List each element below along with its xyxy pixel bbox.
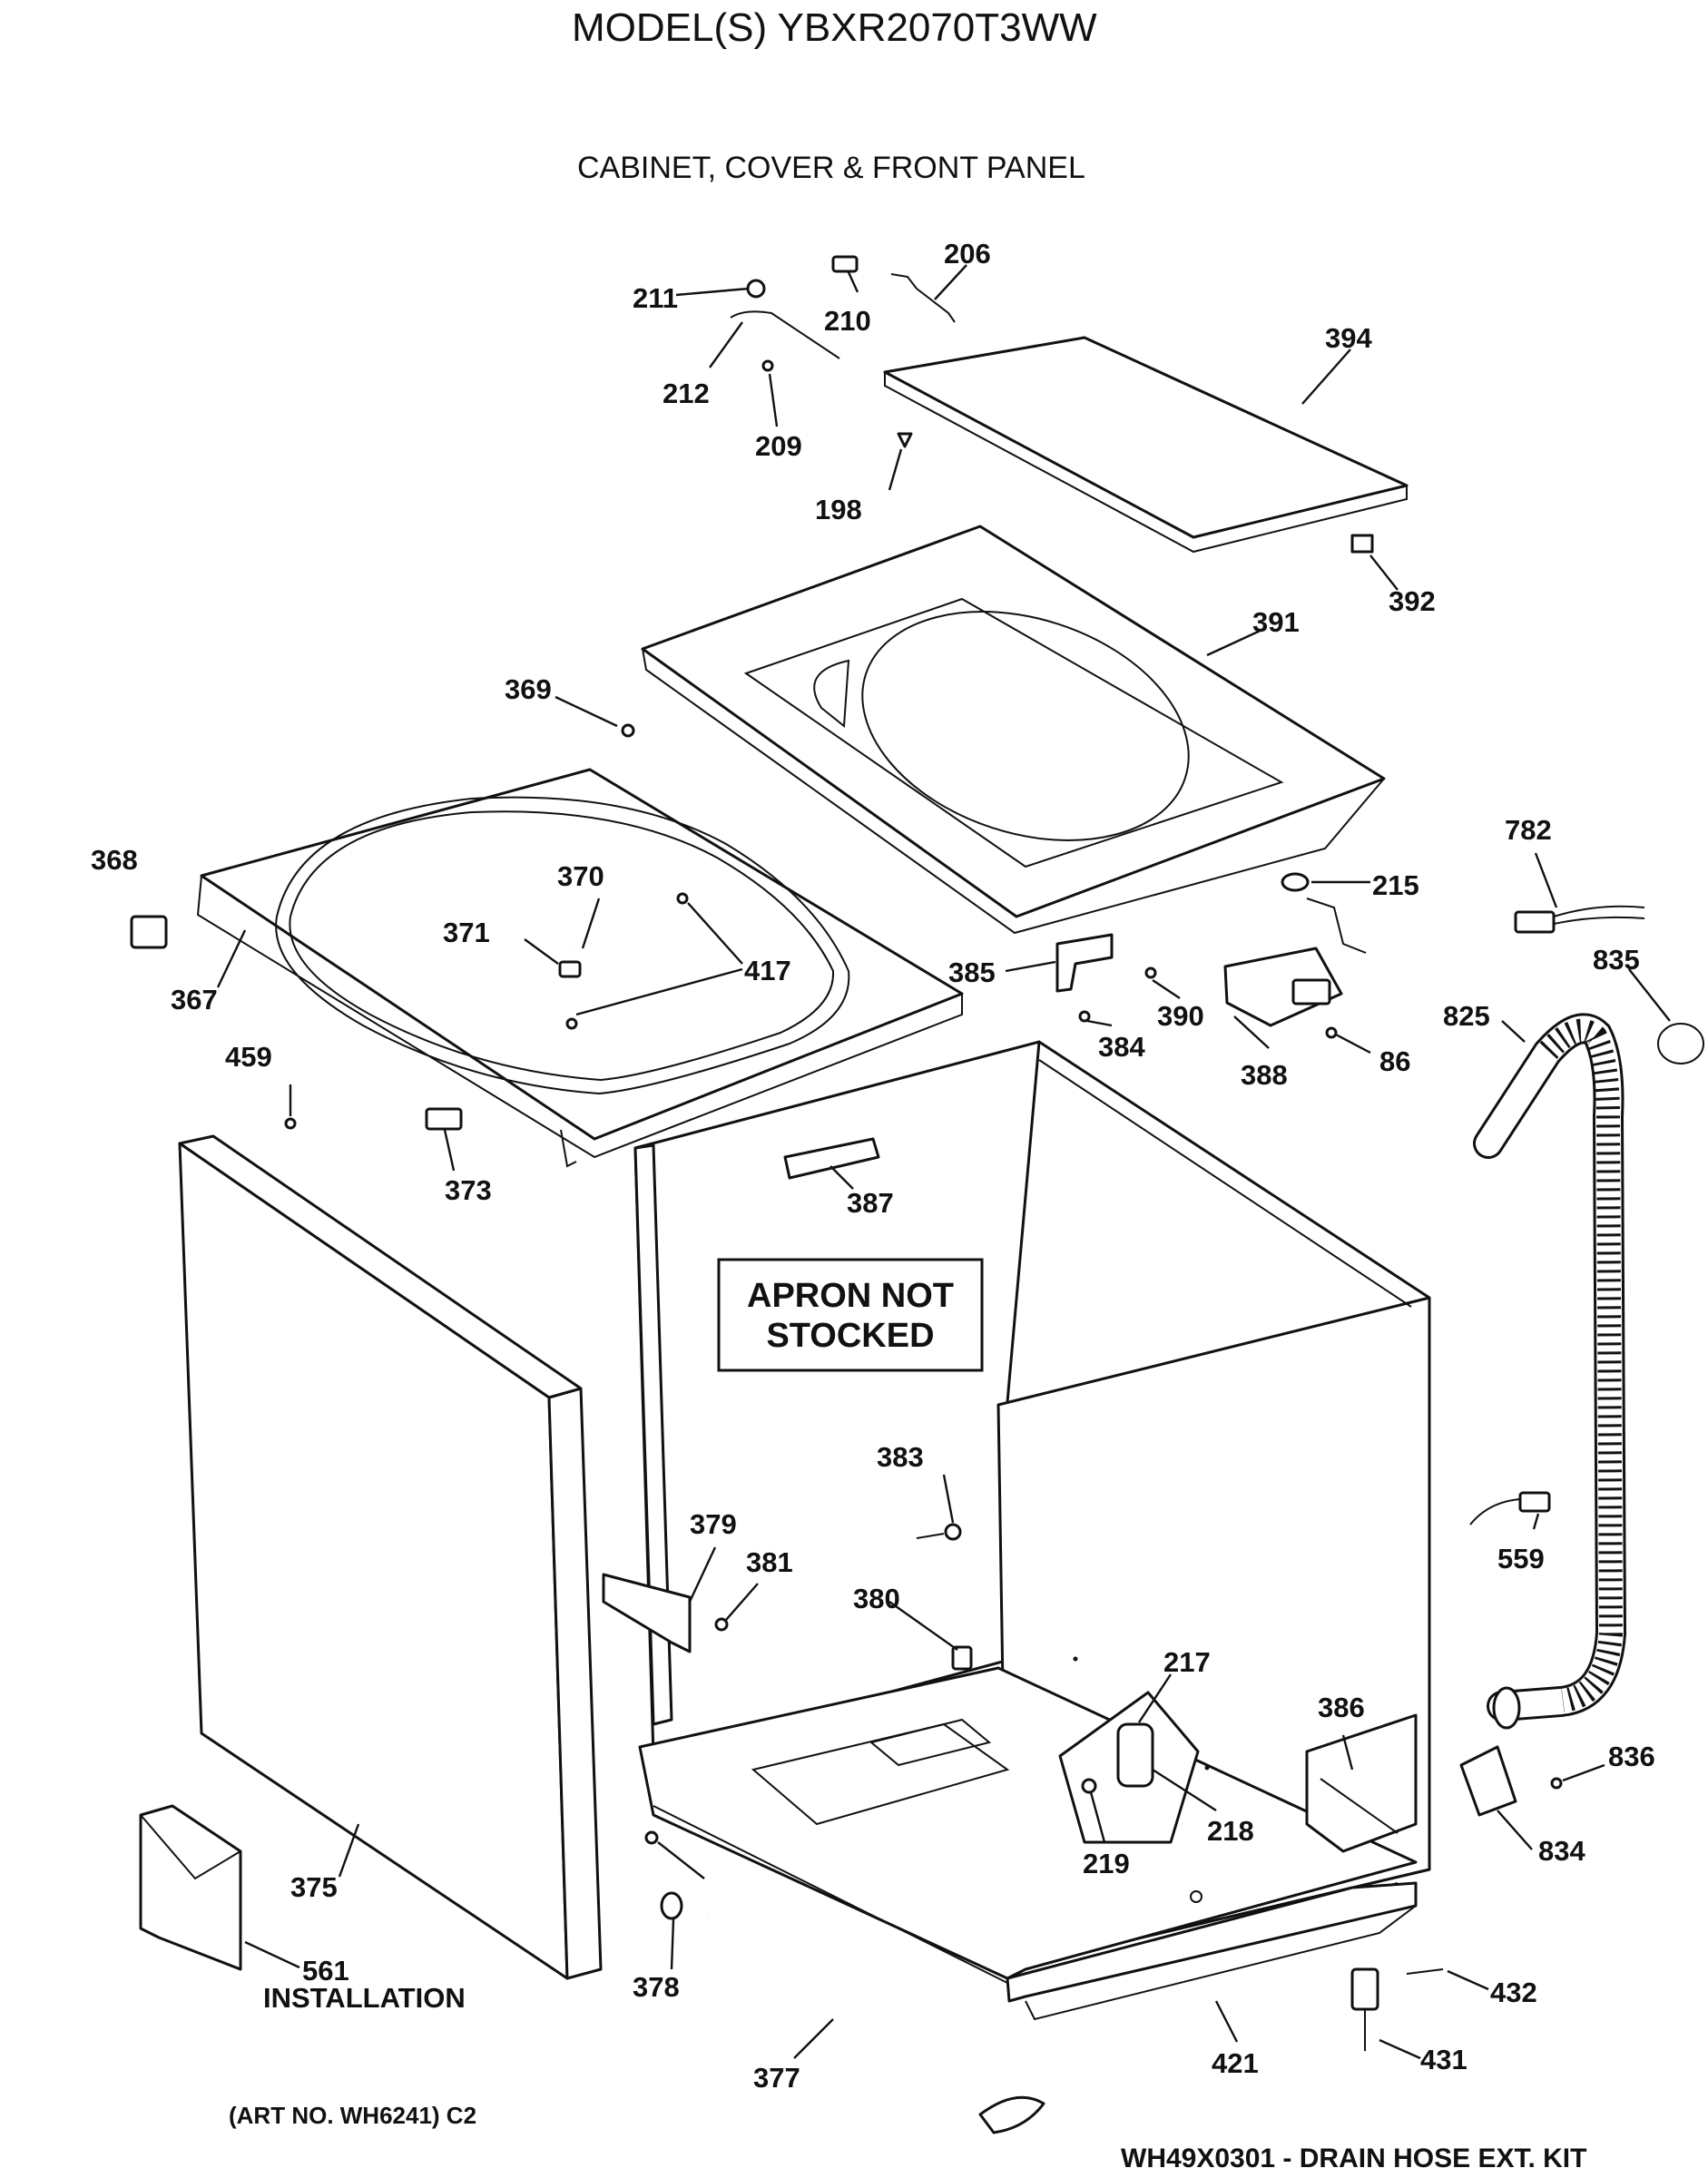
part-label: 386 bbox=[1318, 1692, 1365, 1723]
part-label: 219 bbox=[1083, 1848, 1130, 1879]
part-label: 390 bbox=[1157, 1000, 1204, 1032]
part-label: 380 bbox=[853, 1583, 900, 1614]
part-label: 834 bbox=[1538, 1835, 1585, 1867]
part-label: 377 bbox=[753, 2062, 800, 2094]
part-label: 215 bbox=[1372, 869, 1419, 901]
part-label: 384 bbox=[1098, 1031, 1145, 1063]
part-label: 86 bbox=[1379, 1045, 1410, 1077]
apron-note-line1: APRON NOT bbox=[747, 1277, 954, 1315]
part-label: 211 bbox=[633, 282, 678, 314]
part-label: 378 bbox=[633, 1971, 680, 2003]
installation-envelope-part bbox=[139, 1804, 242, 1971]
part-label: 209 bbox=[755, 430, 802, 462]
drain-hose-part bbox=[1473, 1013, 1627, 1730]
part-label: 836 bbox=[1608, 1741, 1655, 1772]
part-label: 206 bbox=[944, 238, 991, 270]
part-label: 388 bbox=[1241, 1059, 1288, 1091]
apron-note-box: APRON NOT STOCKED bbox=[717, 1258, 984, 1372]
part-label: 212 bbox=[663, 378, 710, 409]
part-label: 371 bbox=[443, 917, 490, 948]
part-label: 381 bbox=[746, 1546, 793, 1578]
part-label: 369 bbox=[505, 673, 552, 705]
front-panel-part bbox=[178, 1134, 603, 1980]
part-label: 421 bbox=[1212, 2047, 1259, 2079]
small-parts bbox=[130, 255, 1704, 2134]
part-number-labels: 211 210 206 212 209 394 198 392 391 369 … bbox=[91, 238, 1655, 2094]
part-label: 370 bbox=[557, 860, 604, 892]
part-label: 210 bbox=[824, 305, 871, 337]
part-label: 218 bbox=[1207, 1815, 1254, 1847]
top-frame-part bbox=[196, 768, 964, 1168]
part-label: 782 bbox=[1505, 814, 1552, 846]
part-label: 379 bbox=[690, 1508, 737, 1540]
cabinet-part bbox=[633, 1040, 1431, 2021]
part-label: 367 bbox=[171, 984, 218, 1015]
leader-lines bbox=[216, 264, 1671, 2060]
part-label: 368 bbox=[91, 844, 138, 876]
part-label: 825 bbox=[1443, 1000, 1490, 1032]
part-label: 417 bbox=[744, 955, 791, 986]
art-number-note: (ART NO. WH6241) C2 bbox=[229, 2102, 476, 2129]
part-label: 459 bbox=[225, 1041, 272, 1073]
part-label: 432 bbox=[1490, 1977, 1537, 2008]
lid-part bbox=[883, 336, 1409, 554]
part-label: 383 bbox=[877, 1441, 924, 1473]
part-label: 385 bbox=[948, 957, 996, 988]
part-label: 373 bbox=[445, 1174, 492, 1206]
part-label: 559 bbox=[1497, 1543, 1545, 1575]
part-label: 375 bbox=[290, 1871, 338, 1903]
drain-hose-kit-note: WH49X0301 - DRAIN HOSE EXT. KIT bbox=[1121, 2144, 1586, 2173]
section-title: CABINET, COVER & FRONT PANEL bbox=[577, 151, 1085, 185]
part-label: 198 bbox=[815, 494, 862, 525]
part-label: 217 bbox=[1163, 1646, 1211, 1678]
part-label: 561 bbox=[302, 1955, 349, 1987]
part-label: 431 bbox=[1420, 2044, 1468, 2075]
part-label: 387 bbox=[847, 1187, 894, 1219]
apron-note-line2: STOCKED bbox=[766, 1317, 934, 1355]
installation-label: INSTALLATION bbox=[263, 1982, 466, 2014]
part-label: 394 bbox=[1325, 322, 1372, 354]
model-title: MODEL(S) YBXR2070T3WW bbox=[572, 5, 1097, 50]
part-label: 391 bbox=[1252, 606, 1300, 638]
part-label: 835 bbox=[1593, 944, 1640, 976]
part-label: 392 bbox=[1389, 585, 1436, 617]
top-cover-part bbox=[641, 525, 1386, 935]
